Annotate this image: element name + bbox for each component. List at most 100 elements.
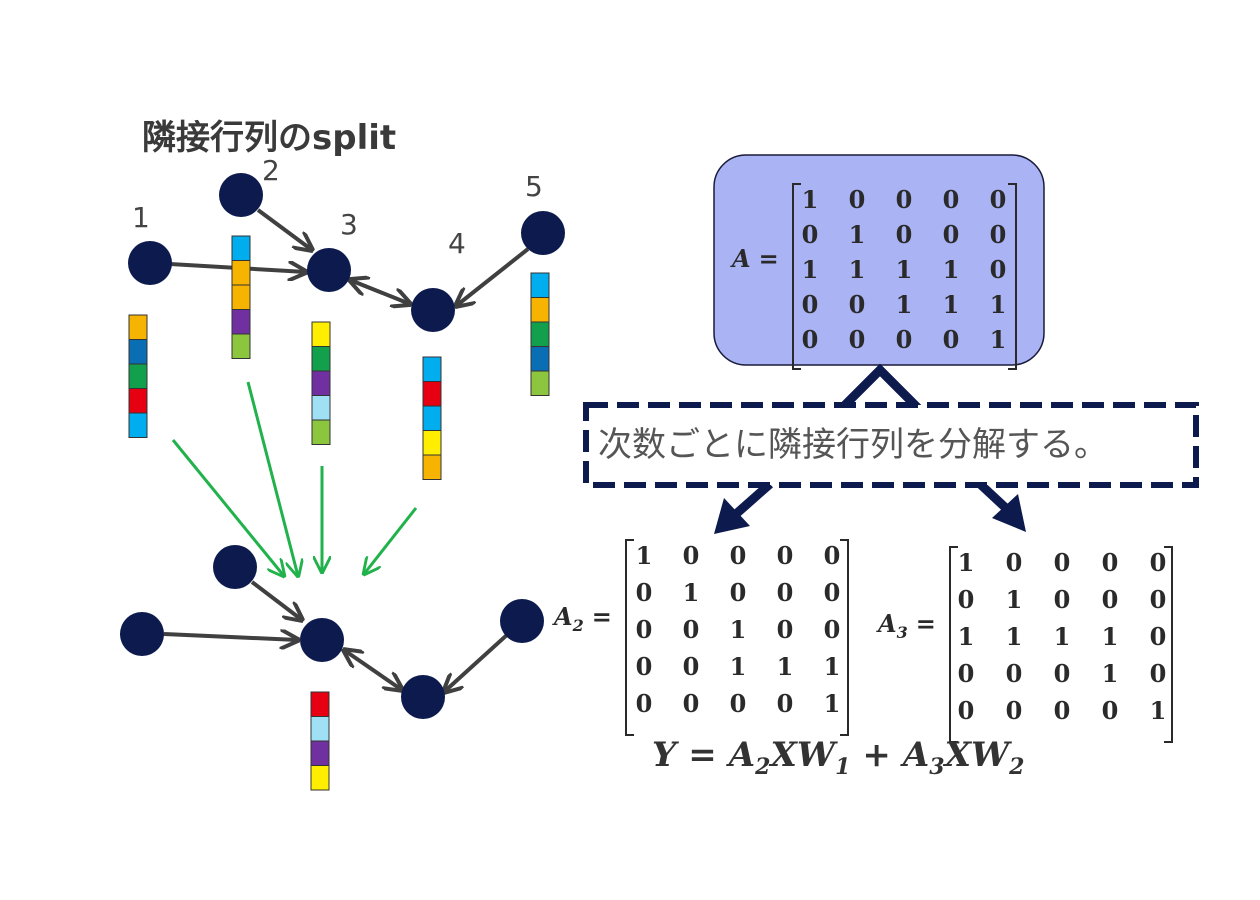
matrix-cell: 0 bbox=[896, 325, 913, 354]
feature-vector-node-1 bbox=[128, 314, 148, 438]
matrix-cell: 0 bbox=[824, 615, 841, 644]
matrix-cell: 0 bbox=[1150, 622, 1167, 651]
formula-t1-a: A bbox=[726, 735, 755, 775]
matrix-cell: 0 bbox=[636, 652, 653, 681]
feature-cell bbox=[422, 381, 442, 407]
matrix-cell: 0 bbox=[1006, 696, 1023, 725]
feature-cell bbox=[530, 346, 550, 372]
node-label-2: 2 bbox=[262, 154, 280, 187]
feature-vector-node-4 bbox=[422, 356, 442, 480]
split-arrow-left bbox=[733, 480, 773, 518]
feature-cell bbox=[311, 370, 331, 396]
feature-cell bbox=[128, 388, 148, 414]
matrix-cell: 0 bbox=[1150, 585, 1167, 614]
matrix-cell: 1 bbox=[802, 255, 819, 284]
matrix-symbol: A2= bbox=[552, 602, 612, 635]
matrix-cell: 0 bbox=[849, 325, 866, 354]
split-arrows bbox=[714, 363, 1026, 534]
matrix-cell: 0 bbox=[1150, 659, 1167, 688]
split-arrow-wedge bbox=[834, 363, 926, 416]
matrix-cell: 0 bbox=[730, 541, 747, 570]
matrix-cell: 0 bbox=[683, 689, 700, 718]
matrix-cell: 1 bbox=[1006, 622, 1023, 651]
formula-t2-xw: XW bbox=[943, 735, 1012, 775]
matrix-cell: 0 bbox=[1054, 585, 1071, 614]
bottom-graph-edges bbox=[163, 580, 510, 692]
caption-box bbox=[583, 402, 1199, 488]
matrix-cell: 1 bbox=[824, 652, 841, 681]
matrix-cell: 1 bbox=[636, 541, 653, 570]
formula-t1-w-sub: 1 bbox=[835, 754, 850, 780]
feature-cell bbox=[422, 454, 442, 480]
graph-node-3 bbox=[307, 248, 351, 292]
matrix-cell: 1 bbox=[990, 290, 1007, 319]
split-arrow-right bbox=[976, 480, 1012, 514]
matrix-symbol: A3= bbox=[876, 609, 936, 642]
feature-cell bbox=[311, 395, 331, 421]
matrix-cell: 0 bbox=[1054, 548, 1071, 577]
edge-2-3 bbox=[256, 208, 312, 250]
matrix-cell: 0 bbox=[777, 578, 794, 607]
matrix-cell: 0 bbox=[1102, 548, 1119, 577]
matrix-cell: 1 bbox=[896, 290, 913, 319]
bottom-node-2 bbox=[213, 545, 257, 589]
matrix-left-bracket bbox=[625, 539, 634, 736]
feature-cell bbox=[530, 272, 550, 298]
matrix-cell: 1 bbox=[943, 290, 960, 319]
graph-node-5 bbox=[521, 211, 565, 255]
matrix-cell: 1 bbox=[1054, 622, 1071, 651]
matrix-cell: 0 bbox=[683, 541, 700, 570]
feature-cell bbox=[310, 691, 330, 717]
matrix-cell: 1 bbox=[958, 622, 975, 651]
matrix-cell: 0 bbox=[636, 689, 653, 718]
matrix-cell: 0 bbox=[990, 255, 1007, 284]
matrix-cell: 0 bbox=[1006, 548, 1023, 577]
matrix-cell: 0 bbox=[896, 185, 913, 214]
matrix-cell: 0 bbox=[802, 220, 819, 249]
matrix-cell: 0 bbox=[990, 220, 1007, 249]
bottom-edge-1-3 bbox=[163, 634, 298, 640]
feature-cell bbox=[231, 284, 251, 310]
feature-cell bbox=[128, 314, 148, 340]
feature-cell bbox=[311, 419, 331, 445]
matrix-cell: 1 bbox=[683, 578, 700, 607]
formula-t1-xw: XW bbox=[768, 735, 837, 775]
matrix-cell: 1 bbox=[958, 548, 975, 577]
matrix-cell: 0 bbox=[683, 652, 700, 681]
matrix-cell: 1 bbox=[730, 615, 747, 644]
formula-t1-a-sub: 2 bbox=[754, 754, 770, 780]
feature-cell bbox=[530, 297, 550, 323]
bottom-node-4 bbox=[401, 675, 445, 719]
matrix-cell: 0 bbox=[1102, 696, 1119, 725]
matrix-cell: 0 bbox=[777, 615, 794, 644]
formula-lhs: Y bbox=[652, 735, 679, 775]
matrix-symbol: A= bbox=[730, 244, 779, 273]
feature-cell bbox=[311, 346, 331, 372]
matrix-cell: 1 bbox=[896, 255, 913, 284]
matrix-cell: 0 bbox=[802, 325, 819, 354]
feature-cell bbox=[128, 363, 148, 389]
node-label-3: 3 bbox=[340, 208, 358, 241]
matrix-cell: 0 bbox=[1054, 696, 1071, 725]
matrix-cell: 1 bbox=[1102, 659, 1119, 688]
matrix-cell: 1 bbox=[1150, 696, 1167, 725]
edge-3-4 bbox=[350, 280, 410, 304]
matrix-cell: 0 bbox=[683, 615, 700, 644]
matrix-cell: 1 bbox=[1006, 585, 1023, 614]
bottom-graph-nodes bbox=[120, 545, 544, 719]
matrix-cell: 1 bbox=[730, 652, 747, 681]
matrix-cell: 1 bbox=[777, 652, 794, 681]
feature-cell bbox=[128, 339, 148, 365]
feature-cell bbox=[530, 321, 550, 347]
split-arrow-right-head bbox=[992, 494, 1026, 532]
feature-cell bbox=[310, 765, 330, 791]
matrix-cell: 0 bbox=[958, 696, 975, 725]
formula-t2-a: A bbox=[900, 735, 929, 775]
matrix-cell: 0 bbox=[1150, 548, 1167, 577]
matrix-cell: 0 bbox=[1102, 585, 1119, 614]
matrix-cell: 1 bbox=[849, 255, 866, 284]
formula-t2-a-sub: 3 bbox=[929, 754, 944, 780]
formula: Y=A2XW1+A3XW2 bbox=[652, 735, 1024, 780]
